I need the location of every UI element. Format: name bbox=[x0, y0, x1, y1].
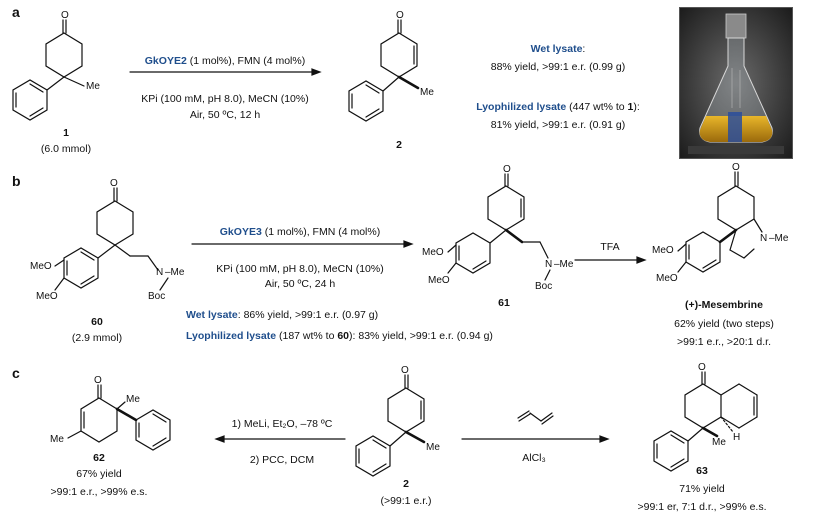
compound-number-1: 1 bbox=[63, 127, 69, 139]
compound-number-61: 61 bbox=[498, 297, 510, 309]
structure-compound-63 bbox=[653, 371, 758, 472]
structure-compound-61 bbox=[447, 173, 551, 281]
compound-62-selectivity: >99:1 e.r., >99% e.s. bbox=[50, 486, 148, 498]
reagent-step-1: 1) MeLi, Et₂O, –78 ºC bbox=[231, 418, 333, 430]
reagent-line-top: GkOYE2 (1 mol%), FMN (4 mol%) bbox=[144, 55, 306, 67]
amount-label: (6.0 mmol) bbox=[40, 143, 92, 155]
atom-o: O bbox=[401, 365, 409, 376]
structure-compound-1 bbox=[12, 19, 85, 121]
reagent-line-temp: Air, 50 ºC, 12 h bbox=[189, 109, 261, 121]
methyl-label: –Me bbox=[165, 267, 185, 278]
reagent-line-conditions: KPi (100 mM, pH 8.0), MeCN (10%) bbox=[141, 93, 309, 105]
compound-number-63: 63 bbox=[696, 465, 708, 477]
atom-o: O bbox=[503, 164, 511, 175]
reagent-line-conditions: KPi (100 mM, pH 8.0), MeCN (10%) bbox=[216, 263, 384, 275]
lyophilized-lysate-title: Lyophilized lysate (447 wt% to 1): bbox=[476, 101, 640, 113]
center-er-label: (>99:1 e.r.) bbox=[380, 495, 432, 507]
hydrogen-label: H bbox=[733, 432, 741, 443]
compound-number-62: 62 bbox=[93, 452, 105, 464]
nitrogen-label: N bbox=[545, 259, 553, 270]
methoxy-label: MeO bbox=[656, 273, 678, 284]
reagent-step-2: 2) PCC, DCM bbox=[249, 454, 315, 466]
methyl-label: Me bbox=[426, 442, 440, 453]
lyophilized-lysate-line: Lyophilized lysate (187 wt% to 60): 83% … bbox=[186, 330, 493, 342]
structure-compound-2-center bbox=[355, 374, 426, 477]
methyl-label: –Me bbox=[554, 259, 574, 270]
methyl-label: Me bbox=[420, 87, 434, 98]
boc-label: Boc bbox=[148, 291, 166, 302]
atom-o: O bbox=[698, 362, 706, 373]
compound-number-2: 2 bbox=[396, 139, 402, 151]
reagent-tfa: TFA bbox=[600, 241, 620, 253]
methyl-label: Me bbox=[50, 434, 64, 445]
mesembrine-yield: 62% yield (two steps) bbox=[674, 318, 774, 330]
methoxy-label: MeO bbox=[30, 261, 52, 272]
lyophilized-lysate-result: 81% yield, >99:1 e.r. (0.91 g) bbox=[490, 119, 626, 131]
atom-o: O bbox=[396, 10, 404, 21]
panel-label-b: b bbox=[12, 173, 21, 189]
boc-label: Boc bbox=[535, 281, 553, 292]
methoxy-label: MeO bbox=[36, 291, 58, 302]
methoxy-label: MeO bbox=[652, 245, 674, 256]
compound-number-60: 60 bbox=[91, 316, 103, 328]
structure-compound-2 bbox=[348, 19, 420, 122]
methyl-label: Me bbox=[126, 394, 140, 405]
atom-o: O bbox=[61, 10, 69, 21]
structure-mesembrine bbox=[677, 171, 763, 273]
atom-o: O bbox=[732, 162, 740, 173]
wet-lysate-title: Wet lysate: bbox=[530, 43, 586, 55]
methoxy-label: MeO bbox=[428, 275, 450, 286]
amount-label: (2.9 mmol) bbox=[71, 332, 123, 344]
methyl-label: –Me bbox=[769, 233, 789, 244]
wet-lysate-result: 88% yield, >99:1 e.r. (0.99 g) bbox=[490, 61, 626, 73]
mesembrine-selectivity: >99:1 e.r., >20:1 d.r. bbox=[677, 336, 771, 348]
compound-number-2-center: 2 bbox=[403, 478, 409, 490]
reagent-line-temp: Air, 50 ºC, 24 h bbox=[264, 278, 336, 290]
methyl-label: Me bbox=[86, 81, 100, 92]
structure-butadiene bbox=[517, 410, 554, 425]
methoxy-label: MeO bbox=[422, 247, 444, 258]
nitrogen-label: N bbox=[156, 267, 164, 278]
atom-o: O bbox=[110, 178, 118, 189]
wet-lysate-line: Wet lysate: 86% yield, >99:1 e.r. (0.97 … bbox=[186, 309, 379, 321]
compound-63-selectivity: >99:1 er, 7:1 d.r., >99% e.s. bbox=[637, 501, 767, 513]
panel-label-c: c bbox=[12, 365, 20, 381]
atom-o: O bbox=[94, 375, 102, 386]
nitrogen-label: N bbox=[760, 233, 768, 244]
structure-compound-60 bbox=[54, 187, 169, 291]
reagent-alcl3: AlCl₃ bbox=[522, 452, 546, 464]
mesembrine-name: (+)-Mesembrine bbox=[685, 299, 763, 311]
flask-photo bbox=[679, 7, 793, 159]
methyl-label: Me bbox=[712, 437, 726, 448]
compound-62-yield: 67% yield bbox=[76, 468, 122, 480]
structure-compound-62 bbox=[67, 384, 171, 451]
reagent-line-top: GkOYE3 (1 mol%), FMN (4 mol%) bbox=[219, 226, 381, 238]
panel-label-a: a bbox=[12, 4, 20, 20]
compound-63-yield: 71% yield bbox=[679, 483, 725, 495]
